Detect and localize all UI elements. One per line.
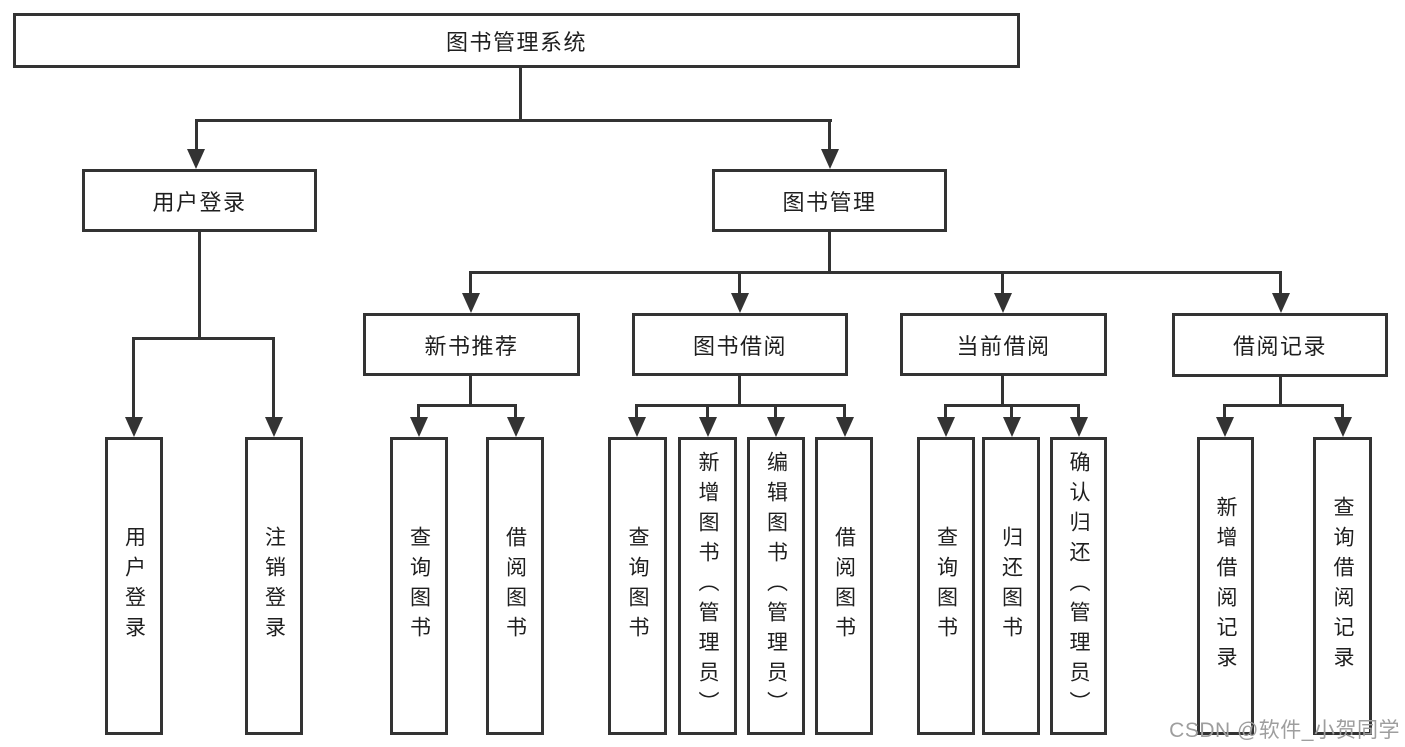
leaf-add-borrow-record: 新增借阅记录	[1197, 437, 1254, 735]
node-new-book-recommend-label: 新书推荐	[424, 333, 519, 359]
leaf-add-book-admin: 新增图书（管理员）	[678, 437, 737, 735]
connector-line	[774, 404, 777, 418]
node-current-borrow: 当前借阅	[900, 313, 1107, 376]
node-current-borrow-label: 当前借阅	[956, 333, 1051, 359]
node-book-management-label: 图书管理	[782, 189, 877, 215]
node-new-book-recommend: 新书推荐	[363, 313, 580, 376]
node-book-management: 图书管理	[712, 169, 947, 232]
leaf-confirm-return-admin-label: 确认归还（管理员）	[1067, 451, 1090, 721]
leaf-recommend-borrow-book: 借阅图书	[486, 437, 544, 735]
arrowhead-icon	[1334, 417, 1352, 437]
leaf-current-query-book: 查询图书	[917, 437, 975, 735]
leaf-edit-book-admin: 编辑图书（管理员）	[747, 437, 805, 735]
leaf-recommend-borrow-book-label: 借阅图书	[503, 526, 527, 646]
arrowhead-icon	[994, 293, 1012, 313]
node-user-login-label: 用户登录	[152, 189, 247, 215]
connector-line	[1341, 404, 1344, 418]
leaf-borrow-query-book: 查询图书	[608, 437, 667, 735]
arrowhead-icon	[1272, 293, 1290, 313]
connector-line	[1223, 404, 1226, 418]
node-book-borrow: 图书借阅	[632, 313, 848, 376]
arrowhead-icon	[507, 417, 525, 437]
connector-line	[417, 404, 420, 418]
connector-line	[635, 404, 638, 418]
leaf-query-borrow-record-label: 查询借阅记录	[1331, 496, 1354, 676]
leaf-borrow-book: 借阅图书	[815, 437, 873, 735]
csdn-watermark: CSDN @软件_小贺同学	[1169, 719, 1400, 742]
leaf-return-book-label: 归还图书	[999, 526, 1023, 646]
connector-line	[1279, 271, 1282, 295]
node-root: 图书管理系统	[13, 13, 1020, 68]
arrowhead-icon	[187, 149, 205, 169]
leaf-query-borrow-record: 查询借阅记录	[1313, 437, 1372, 735]
leaf-return-book: 归还图书	[982, 437, 1040, 735]
leaf-logout: 注销登录	[245, 437, 303, 735]
leaf-recommend-query-book-label: 查询图书	[407, 526, 431, 646]
connector-line	[469, 271, 472, 295]
connector-line	[272, 337, 275, 417]
leaf-current-query-book-label: 查询图书	[934, 526, 958, 646]
arrowhead-icon	[628, 417, 646, 437]
arrowhead-icon	[125, 417, 143, 437]
connector-line	[132, 337, 275, 340]
connector-line	[635, 404, 846, 407]
connector-line	[1001, 375, 1004, 407]
connector-line	[1001, 271, 1004, 295]
node-user-login: 用户登录	[82, 169, 317, 232]
leaf-add-borrow-record-label: 新增借阅记录	[1214, 496, 1237, 676]
connector-line	[519, 68, 522, 122]
connector-line	[706, 404, 709, 418]
connector-line	[738, 375, 741, 407]
connector-line	[738, 271, 741, 295]
leaf-user-login: 用户登录	[105, 437, 163, 735]
connector-line	[944, 404, 947, 418]
arrowhead-icon	[462, 293, 480, 313]
leaf-add-book-admin-label: 新增图书（管理员）	[696, 451, 719, 721]
connector-line	[195, 119, 832, 122]
arrowhead-icon	[265, 417, 283, 437]
connector-line	[1010, 404, 1013, 418]
arrowhead-icon	[731, 293, 749, 313]
connector-line	[1077, 404, 1080, 418]
leaf-logout-label: 注销登录	[262, 526, 286, 646]
leaf-confirm-return-admin: 确认归还（管理员）	[1050, 437, 1107, 735]
connector-line	[1223, 404, 1344, 407]
arrowhead-icon	[1216, 417, 1234, 437]
connector-line	[198, 232, 201, 340]
connector-line	[828, 119, 831, 150]
connector-line	[469, 271, 1282, 274]
leaf-borrow-query-book-label: 查询图书	[626, 526, 649, 646]
connector-line	[1279, 377, 1282, 407]
leaf-user-login-label: 用户登录	[122, 526, 146, 646]
connector-line	[132, 337, 135, 417]
node-root-label: 图书管理系统	[445, 29, 587, 55]
leaf-recommend-query-book: 查询图书	[390, 437, 448, 735]
node-borrow-records-label: 借阅记录	[1232, 334, 1327, 359]
connector-line	[843, 404, 846, 418]
arrowhead-icon	[767, 417, 785, 437]
leaf-edit-book-admin-label: 编辑图书（管理员）	[764, 451, 788, 721]
node-borrow-records: 借阅记录	[1172, 313, 1388, 377]
connector-line	[514, 404, 517, 418]
connector-line	[417, 404, 517, 407]
connector-line	[469, 375, 472, 407]
node-book-borrow-label: 图书借阅	[692, 333, 787, 359]
arrowhead-icon	[1070, 417, 1088, 437]
connector-line	[195, 119, 198, 150]
arrowhead-icon	[937, 417, 955, 437]
arrowhead-icon	[410, 417, 428, 437]
leaf-borrow-book-label: 借阅图书	[832, 526, 856, 646]
arrowhead-icon	[821, 149, 839, 169]
arrowhead-icon	[836, 417, 854, 437]
arrowhead-icon	[699, 417, 717, 437]
arrowhead-icon	[1003, 417, 1021, 437]
connector-line	[828, 232, 831, 274]
